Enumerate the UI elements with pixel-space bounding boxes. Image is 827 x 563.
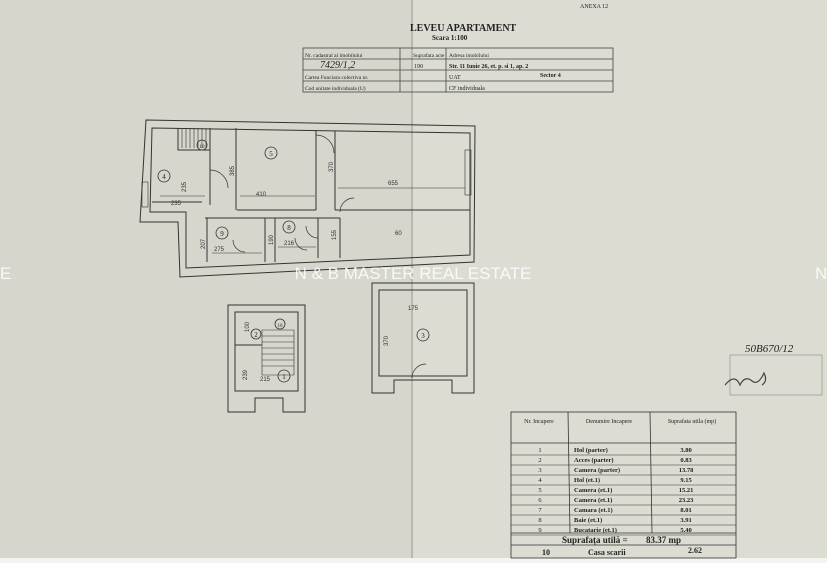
table-cell-area: 13.78 <box>679 467 694 474</box>
table-cell-name: Bucatarie (et.1) <box>574 527 617 534</box>
table-cell-area: 0.83 <box>680 457 692 464</box>
table-cell-nr: 9 <box>538 527 541 534</box>
header-name: Denumire Incapere <box>586 419 632 425</box>
dim: 370 <box>384 335 390 346</box>
address-label: Adresa imobilului <box>449 53 489 59</box>
area-value: 190 <box>414 64 423 70</box>
uat-value: Sector 4 <box>540 73 561 79</box>
table-cell-name: Camera (et.1) <box>574 497 612 504</box>
document-title: LEVEU APARTAMENT <box>410 23 517 34</box>
room-number-2: 2 <box>254 331 258 339</box>
unit-code-label: Cod unitate individuala (U) <box>305 85 366 92</box>
room-numbers: 4 5 9 8 10 10 2 1 3 <box>162 145 425 381</box>
table-cell-name: Baie (et.1) <box>574 517 602 524</box>
table-cell-name: Acces (parter) <box>574 457 614 464</box>
table-cell-area: 23.23 <box>679 497 694 504</box>
table-cell-area: 3.80 <box>680 447 691 454</box>
watermark-fragment-left: E <box>0 264 11 283</box>
header-area: Suprafata utila (mp) <box>668 418 716 425</box>
extra-row-nr: 10 <box>542 548 550 557</box>
table-cell-area: 8.01 <box>680 507 691 514</box>
room-number-5: 5 <box>269 150 273 158</box>
table-cell-area: 5.40 <box>680 527 691 534</box>
annex-label: ANEXA 12 <box>580 4 608 10</box>
extra-row-name: Casa scarii <box>588 548 626 557</box>
dim: 235 <box>171 201 182 207</box>
table-cell-area: 15.21 <box>679 487 694 494</box>
dim: 155 <box>332 229 338 240</box>
room-number-9: 9 <box>220 230 224 238</box>
table-cell-nr: 1 <box>538 447 541 454</box>
left-page <box>0 0 412 558</box>
dim: 100 <box>245 321 251 332</box>
bottom-edge <box>0 558 827 563</box>
table-cell-name: Camera (parter) <box>574 467 620 474</box>
rooms-table-header: Nr. Incapere Denumire Incapere Suprafata… <box>524 418 716 425</box>
dim: 275 <box>214 247 225 253</box>
table-cell-area: 9.15 <box>680 477 692 484</box>
dim: 60 <box>395 231 402 237</box>
scale-label: Scara 1:100 <box>432 34 468 42</box>
room-number-10: 10 <box>200 145 206 150</box>
room-number-3: 3 <box>421 332 425 340</box>
table-cell-area: 3.91 <box>680 517 691 524</box>
total-value: 83.37 mp <box>646 535 681 545</box>
dim: 215 <box>260 377 271 383</box>
signature <box>724 371 767 387</box>
cadastral-value: 7429/1,2 <box>320 60 355 71</box>
watermark: N & B MASTER REAL ESTATE <box>295 264 532 283</box>
table-cell-name: Camera (et.1) <box>574 487 612 494</box>
area-label: Suprafata acte <box>413 52 445 59</box>
stamp-number: 50B670/12 <box>745 343 794 355</box>
floor-1-plan <box>139 119 476 278</box>
table-cell-nr: 6 <box>538 497 542 504</box>
dim: 370 <box>329 161 335 172</box>
dim: 655 <box>388 181 399 187</box>
dim: 207 <box>201 238 207 249</box>
land-book-label: Cartea Funciara colectiva nr. <box>305 75 369 81</box>
uat-label: UAT <box>449 75 461 81</box>
dim: 239 <box>243 369 249 380</box>
dim: 216 <box>284 241 295 247</box>
room-number-1: 1 <box>282 373 286 381</box>
table-cell-name: Hol (et.1) <box>574 477 600 484</box>
table-cell-name: Hol (parter) <box>574 447 608 454</box>
room-number-10-ground: 10 <box>278 324 284 329</box>
ground-floor-room-3-plan <box>371 282 475 394</box>
room-number-markers <box>157 139 430 383</box>
dim: 190 <box>269 234 275 245</box>
dim: 175 <box>408 306 419 312</box>
table-cell-nr: 4 <box>538 477 542 484</box>
table-cell-nr: 2 <box>538 457 541 464</box>
room-number-8: 8 <box>287 224 291 232</box>
header-table <box>302 47 614 93</box>
stamp: 50B670/12 <box>724 343 823 396</box>
ground-floor-stair-plan <box>227 304 306 413</box>
dim: 235 <box>182 181 188 192</box>
table-cell-nr: 3 <box>538 467 541 474</box>
header-nr: Nr. Incapere <box>524 419 554 425</box>
table-cell-name: Camara (et.1) <box>574 507 613 514</box>
cadastral-label: Nr. cadastral al imobilului <box>305 53 363 59</box>
cf-label: CF individuala <box>449 86 485 92</box>
table-cell-nr: 8 <box>538 517 541 524</box>
address-value: Str. 11 Iunie 26, et. p. si 1, ap. 2 <box>449 64 528 70</box>
plan-dimensions: 235 235 385 410 370 655 207 275 190 216 … <box>171 161 419 383</box>
extra-row-area: 2.62 <box>688 546 702 555</box>
dim: 410 <box>256 192 267 198</box>
watermark-fragment-right: N <box>815 264 827 283</box>
dim: 385 <box>230 165 236 176</box>
total-label: Suprafața utilă = <box>562 535 628 545</box>
table-cell-nr: 5 <box>538 487 541 494</box>
table-cell-nr: 7 <box>538 507 542 514</box>
room-number-4: 4 <box>162 173 166 181</box>
